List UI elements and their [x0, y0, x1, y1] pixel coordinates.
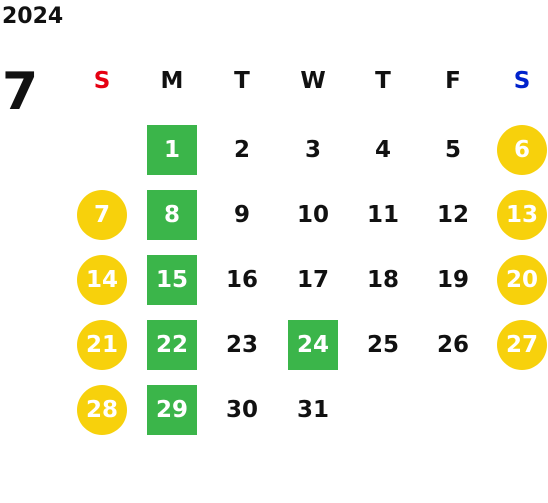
weekday-friday: F	[445, 68, 461, 94]
day-28[interactable]: 28	[77, 385, 127, 435]
weekday-saturday: S	[513, 68, 531, 94]
weekday-tuesday: T	[234, 68, 250, 94]
weekday-monday: M	[160, 68, 184, 94]
month-number: 7	[2, 62, 39, 122]
day-7[interactable]: 7	[77, 190, 127, 240]
day-21[interactable]: 21	[77, 320, 127, 370]
day-12[interactable]: 12	[436, 201, 469, 228]
day-15[interactable]: 15	[147, 255, 197, 305]
day-29[interactable]: 29	[147, 385, 197, 435]
day-14[interactable]: 14	[77, 255, 127, 305]
day-24[interactable]: 24	[288, 320, 338, 370]
day-9[interactable]: 9	[233, 201, 250, 228]
day-23[interactable]: 23	[225, 331, 258, 358]
day-30[interactable]: 30	[225, 396, 258, 423]
day-18[interactable]: 18	[366, 266, 399, 293]
day-11[interactable]: 11	[366, 201, 399, 228]
day-13[interactable]: 13	[497, 190, 547, 240]
day-25[interactable]: 25	[366, 331, 399, 358]
day-16[interactable]: 16	[225, 266, 258, 293]
day-19[interactable]: 19	[436, 266, 469, 293]
weekday-thursday: T	[375, 68, 391, 94]
day-27[interactable]: 27	[497, 320, 547, 370]
weekday-wednesday: W	[300, 68, 326, 94]
day-5[interactable]: 5	[444, 136, 461, 163]
day-22[interactable]: 22	[147, 320, 197, 370]
day-20[interactable]: 20	[497, 255, 547, 305]
day-17[interactable]: 17	[296, 266, 329, 293]
year-label: 2024	[2, 4, 64, 29]
day-1[interactable]: 1	[147, 125, 197, 175]
weekday-sunday: S	[93, 68, 111, 94]
day-31[interactable]: 31	[296, 396, 329, 423]
day-8[interactable]: 8	[147, 190, 197, 240]
day-6[interactable]: 6	[497, 125, 547, 175]
day-3[interactable]: 3	[304, 136, 321, 163]
day-2[interactable]: 2	[233, 136, 250, 163]
day-4[interactable]: 4	[374, 136, 391, 163]
day-26[interactable]: 26	[436, 331, 469, 358]
day-10[interactable]: 10	[296, 201, 329, 228]
